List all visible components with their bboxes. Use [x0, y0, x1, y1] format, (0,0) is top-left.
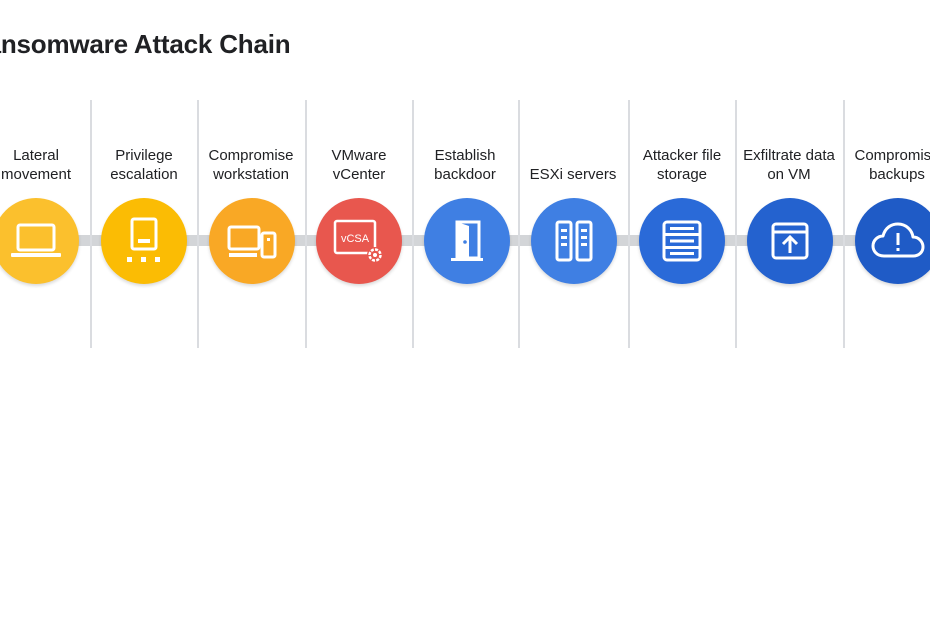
step-label-line1: VMware [331, 147, 387, 164]
column-divider [305, 100, 307, 348]
column-divider [197, 100, 199, 348]
column-divider [518, 100, 520, 348]
column-divider [628, 100, 630, 348]
step-node-privilege-escalation [101, 198, 187, 284]
step-label-line2: on VM [767, 166, 811, 183]
vcsa-icon: vCSA [333, 219, 383, 263]
id-badge-icon [127, 217, 160, 262]
step-label-establish-backdoor: Establish backdoor [411, 146, 519, 184]
step-label-line1: Compromise [854, 147, 930, 164]
column-divider [735, 100, 737, 348]
step-node-attacker-file-storage [639, 198, 725, 284]
devices-icon [227, 225, 277, 259]
step-label-line2: backups [869, 166, 925, 183]
step-label-compromise-backups: Compromise backups [843, 146, 930, 184]
step-label-esxi-servers: ESXi servers [519, 146, 627, 184]
step-node-lateral-movement [0, 198, 79, 284]
step-node-vmware-vcenter: vCSA [316, 198, 402, 284]
column-divider [843, 100, 845, 348]
laptop-icon [11, 223, 61, 257]
step-node-compromise-backups [855, 198, 930, 284]
door-icon [451, 220, 483, 261]
step-label-line1: Establish [434, 147, 496, 164]
step-label-line2: workstation [213, 166, 289, 183]
step-label-attacker-file-storage: Attacker file storage [628, 146, 736, 184]
step-label-privilege-escalation: Privilege escalation [90, 146, 198, 184]
step-label-line1: Exfiltrate data [743, 147, 835, 164]
step-label-line1: Lateral [13, 147, 59, 164]
step-node-exfiltrate-data [747, 198, 833, 284]
server-rack-icon [555, 220, 593, 262]
step-label-line1: Privilege [115, 147, 173, 164]
cloud-alert-icon [871, 222, 925, 258]
step-label-line2: storage [656, 166, 708, 183]
step-label-lateral-movement: Lateral movement [0, 146, 90, 184]
page-title: Ransomware Attack Chain [0, 29, 291, 59]
step-label-line2: movement [0, 166, 72, 183]
step-label-line1: Compromise [208, 147, 294, 164]
step-label-line2: backdoor [434, 166, 496, 183]
step-label-line2: vCenter [332, 166, 386, 183]
step-label-vmware-vcenter: VMware vCenter [305, 146, 413, 184]
step-label-line1: Attacker file [642, 147, 722, 164]
storage-icon [662, 220, 702, 262]
step-label-line2: escalation [110, 166, 178, 183]
step-label-line2: ESXi servers [529, 166, 617, 183]
column-divider [412, 100, 414, 348]
step-label-exfiltrate-data: Exfiltrate data on VM [735, 146, 843, 184]
step-node-esxi-servers [531, 198, 617, 284]
step-label-compromise-workstation: Compromise workstation [197, 146, 305, 184]
vcsa-icon-text: vCSA [341, 233, 370, 245]
step-node-establish-backdoor [424, 198, 510, 284]
step-node-compromise-workstation [209, 198, 295, 284]
column-divider [90, 100, 92, 348]
upload-window-icon [771, 222, 809, 260]
